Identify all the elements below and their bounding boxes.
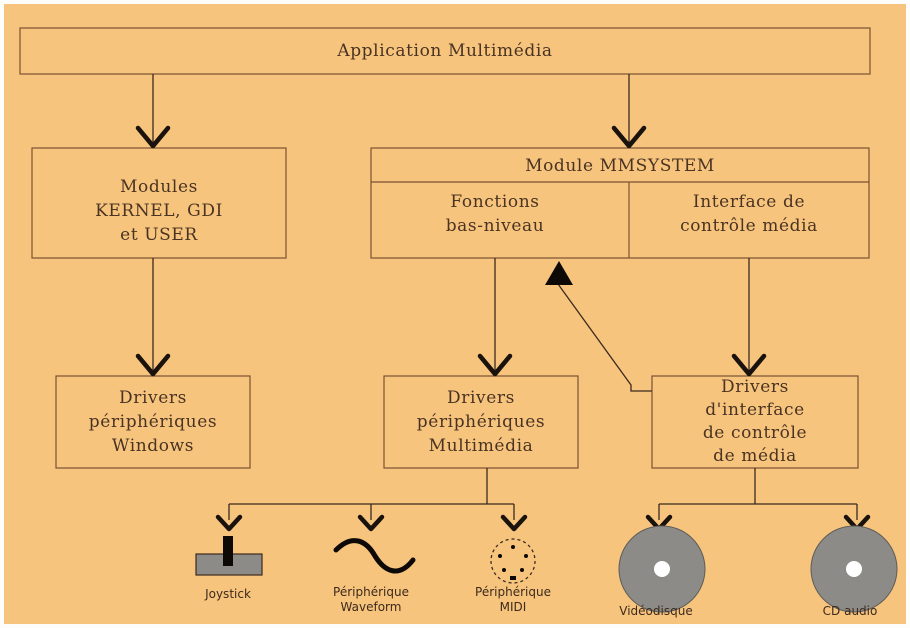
kernel-line-2: KERNEL, GDI xyxy=(95,201,223,221)
videodisc-icon xyxy=(618,525,706,613)
drivers-mci-line-1: Drivers xyxy=(721,377,789,397)
drivers-mci-line-3: de contrôle xyxy=(703,423,807,443)
kernel-line-1: Modules xyxy=(120,177,198,197)
drivers-multimedia-line-2: périphériques xyxy=(417,412,545,432)
mci-interface-line-1: Interface de xyxy=(693,192,805,212)
low-level-line-2: bas-niveau xyxy=(446,216,545,236)
arrowhead-waveform xyxy=(357,514,385,532)
diagram-canvas: Application Multimédia Modules KERNEL, G… xyxy=(4,4,906,624)
arrowhead-windows-drivers xyxy=(135,353,171,377)
application-label: Application Multimédia xyxy=(336,41,552,61)
application-box xyxy=(19,27,871,75)
waveform-caption-line-1: Périphérique xyxy=(333,585,409,599)
drivers-windows-line-3: Windows xyxy=(112,436,194,456)
midi-caption-line-2: MIDI xyxy=(500,600,527,614)
arrowhead-mci-drivers xyxy=(731,353,767,377)
waveform-caption-line-2: Waveform xyxy=(341,600,402,614)
mci-interface-line-2: contrôle média xyxy=(680,216,818,236)
kernel-line-3: et USER xyxy=(120,225,198,245)
connector-mci-drivers-feedback xyxy=(557,283,652,392)
low-level-line-1: Fonctions xyxy=(450,192,539,212)
drivers-mci-line-2: d'interface xyxy=(705,400,805,420)
drivers-mci-line-4: de média xyxy=(713,446,797,466)
joystick-icon xyxy=(195,536,263,576)
kernel-modules-box xyxy=(31,147,287,259)
arrowhead-midi xyxy=(500,514,528,532)
drivers-multimedia-line-1: Drivers xyxy=(447,388,515,408)
mmsystem-box xyxy=(370,147,870,259)
arrowhead-mmsystem xyxy=(611,125,647,149)
cdaudio-caption: CD audio xyxy=(823,604,878,618)
arrowhead-mm-drivers xyxy=(477,353,513,377)
arrowhead-joystick xyxy=(215,514,243,532)
joystick-caption: Joystick xyxy=(204,587,251,601)
mmsystem-title: Module MMSYSTEM xyxy=(525,156,715,176)
arrowhead-feedback-up xyxy=(545,261,573,285)
cd-audio-icon xyxy=(810,525,898,613)
waveform-icon xyxy=(333,538,416,574)
arrowhead-kernel xyxy=(135,125,171,149)
videodisc-caption: Vidéodisque xyxy=(619,604,692,618)
drivers-windows-line-1: Drivers xyxy=(119,388,187,408)
drivers-multimedia-line-3: Multimédia xyxy=(429,436,534,456)
architecture-diagram: Application Multimédia Modules KERNEL, G… xyxy=(19,27,898,618)
midi-caption-line-1: Périphérique xyxy=(475,585,551,599)
midi-connector-icon xyxy=(490,538,536,584)
drivers-windows-line-2: périphériques xyxy=(89,412,217,432)
drivers-multimedia-box xyxy=(383,375,579,469)
